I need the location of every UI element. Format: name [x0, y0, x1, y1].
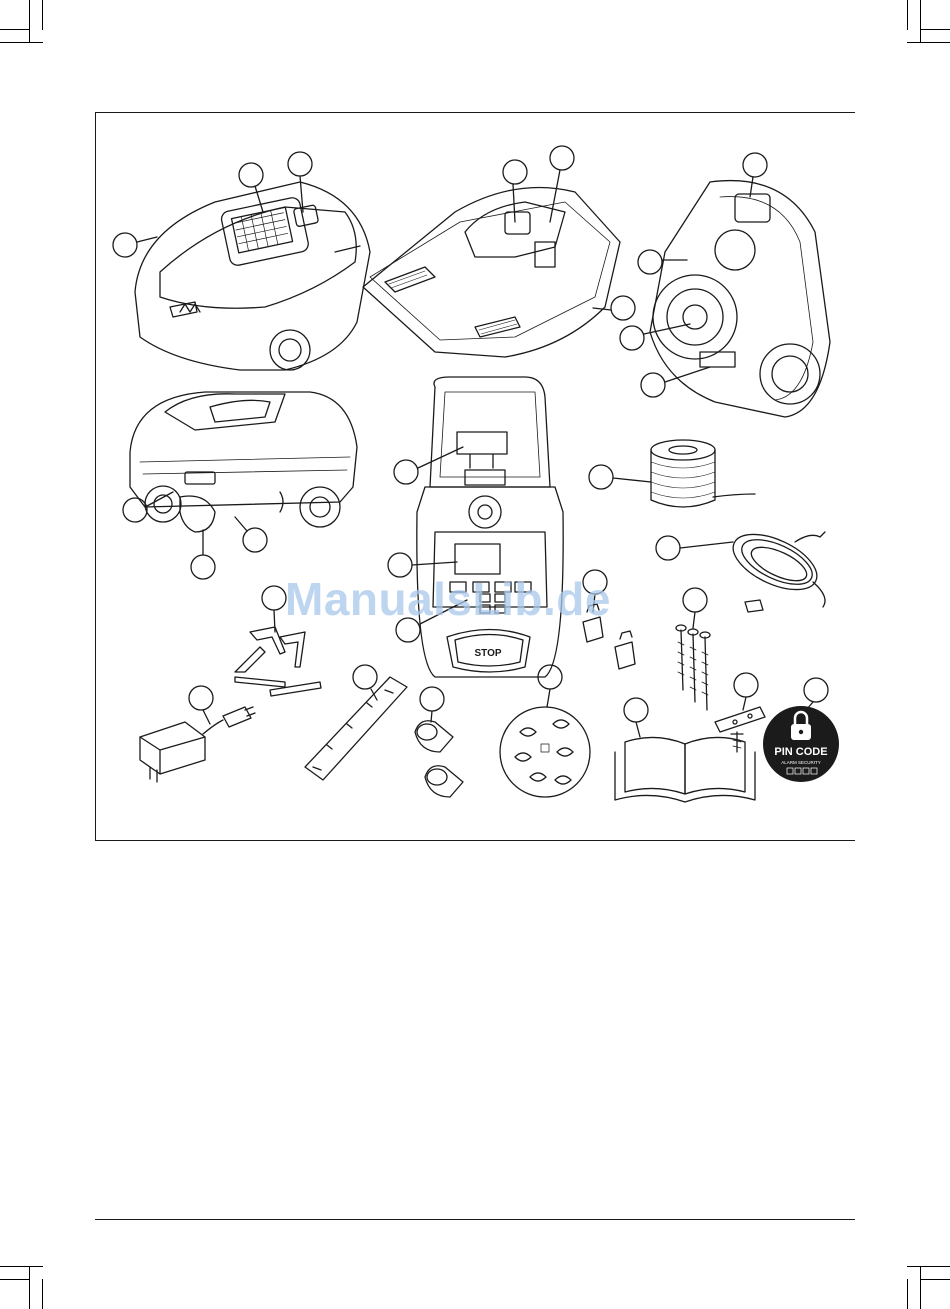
callout-22 — [189, 686, 213, 724]
footer-rule — [95, 1219, 855, 1220]
callout-28 — [804, 678, 828, 709]
pegs — [235, 627, 321, 696]
callout-8 — [638, 250, 687, 274]
measuring-gauge — [305, 677, 407, 780]
callout-6 — [593, 296, 635, 320]
callout-24 — [420, 687, 444, 722]
crop-mark-br-v2 — [907, 1279, 908, 1309]
crop-mark-bl-h — [0, 1266, 43, 1267]
low-voltage-cable — [725, 523, 825, 612]
crop-mark-bl-v — [29, 1266, 30, 1309]
pin-code-sticker: PIN CODE ALARM SECURITY — [763, 706, 839, 782]
product-contents-illustration: STOP — [95, 112, 855, 841]
callout-13 — [235, 517, 267, 552]
screws — [676, 625, 710, 710]
charging-station — [363, 188, 620, 358]
callout-10 — [641, 367, 710, 397]
mower-underside — [650, 181, 830, 417]
crop-mark-br-v — [920, 1266, 921, 1309]
callout-19 — [262, 586, 286, 632]
callout-21 — [683, 588, 707, 628]
alarm-security-label: ALARM SECURITY — [781, 760, 821, 765]
callout-1 — [113, 233, 157, 257]
mower-open-hatch: STOP — [417, 377, 563, 677]
callout-12 — [191, 530, 215, 579]
callout-14 — [394, 447, 463, 484]
crop-mark-br-h2 — [920, 1279, 950, 1280]
crop-mark-bl-v2 — [42, 1279, 43, 1309]
crop-mark-tr-h2 — [920, 29, 950, 30]
callout-18 — [656, 536, 733, 560]
mower-front-view — [130, 392, 357, 532]
callout-17 — [589, 465, 651, 489]
template-disc — [500, 707, 590, 797]
callout-23 — [353, 665, 377, 700]
callout-7 — [743, 153, 767, 197]
mower-top-view — [135, 182, 370, 370]
crop-mark-tl-v2 — [42, 0, 43, 30]
watermark: ManualsLib.de — [285, 572, 685, 626]
wire-couplers — [415, 721, 463, 797]
crop-mark-bl-h2 — [0, 1279, 30, 1280]
boundary-wire-spool — [651, 440, 755, 507]
crop-mark-tl-h — [0, 42, 43, 43]
crop-mark-tr-h — [907, 42, 950, 43]
crop-mark-br-h — [907, 1266, 950, 1267]
callout-27 — [734, 673, 758, 710]
crop-mark-tr-v2 — [907, 0, 908, 30]
callout-26 — [624, 698, 648, 737]
power-supply — [140, 707, 255, 782]
operator-manual — [615, 737, 755, 802]
crop-mark-tl-v — [29, 0, 30, 43]
crop-mark-tl-h2 — [0, 29, 30, 30]
stop-button-label: STOP — [474, 648, 501, 659]
crop-mark-tr-v — [920, 0, 921, 43]
blades — [715, 707, 765, 752]
pin-code-label: PIN CODE — [774, 746, 827, 758]
